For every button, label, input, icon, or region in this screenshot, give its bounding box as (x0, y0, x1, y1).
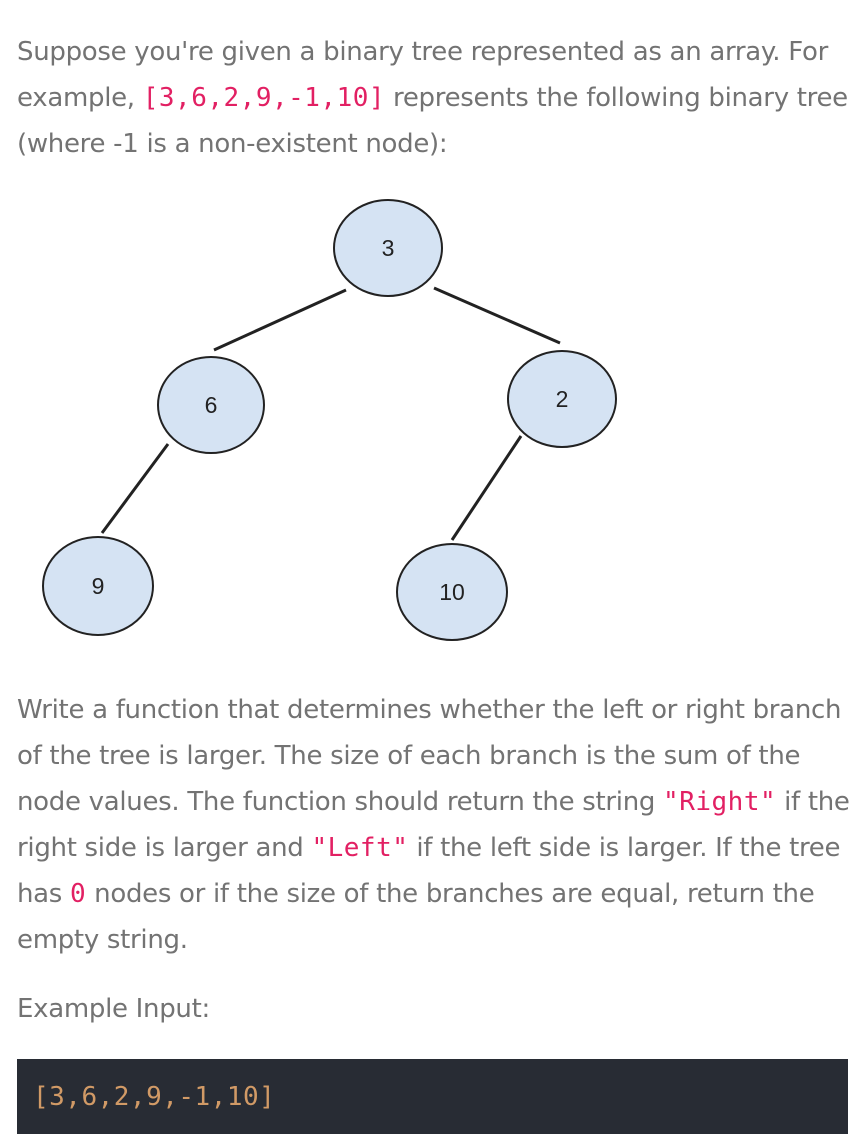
node-label: 2 (556, 386, 569, 412)
example-input-label: Example Input: (17, 994, 210, 1024)
node-circle (42, 536, 154, 636)
tree-node-root: 3 (333, 199, 443, 297)
description-paragraph: Write a function that determines whether… (17, 687, 852, 963)
tree-node-left-left: 9 (42, 536, 154, 636)
description-text-2: if the right side is larger and (17, 787, 850, 863)
intro-array-code: [3,6,2,9,-1,10] (142, 83, 386, 113)
description-text-3: if the left side is larger. If the tree … (17, 833, 841, 909)
tree-node-left: 6 (157, 356, 265, 454)
edge-root-right (433, 286, 561, 345)
tree-node-right-left: 10 (396, 543, 508, 641)
intro-paragraph: Suppose you're given a binary tree repre… (17, 29, 852, 167)
edge-left-leftleft (100, 443, 170, 534)
node-circle (507, 350, 617, 448)
binary-tree-diagram: 3 6 2 9 10 (42, 199, 617, 641)
description-text-4: nodes or if the size of the branches are… (17, 879, 815, 955)
example-code: [3,6,2,9,-1,10] (33, 1082, 276, 1112)
intro-text-before: Suppose you're given a binary tree repre… (17, 37, 828, 113)
description-text-1: Write a function that determines whether… (17, 695, 842, 817)
node-label: 9 (92, 573, 105, 599)
zero-code: 0 (70, 879, 87, 909)
tree-edges (100, 286, 561, 541)
node-label: 10 (439, 579, 465, 605)
intro-text-after: represents the following binary tree (wh… (17, 83, 848, 159)
edge-right-rightleft (450, 435, 523, 541)
right-string-code: "Right" (663, 787, 777, 817)
node-circle (333, 199, 443, 297)
node-circle (157, 356, 265, 454)
tree-node-right: 2 (507, 350, 617, 448)
node-circle (396, 543, 508, 641)
node-label: 3 (382, 235, 395, 261)
node-label: 6 (205, 392, 218, 418)
example-code-block: [3,6,2,9,-1,10] (17, 1059, 848, 1134)
left-string-code: "Left" (311, 833, 409, 863)
tree-nodes: 3 6 2 9 10 (42, 199, 617, 641)
edge-root-left (213, 288, 347, 352)
